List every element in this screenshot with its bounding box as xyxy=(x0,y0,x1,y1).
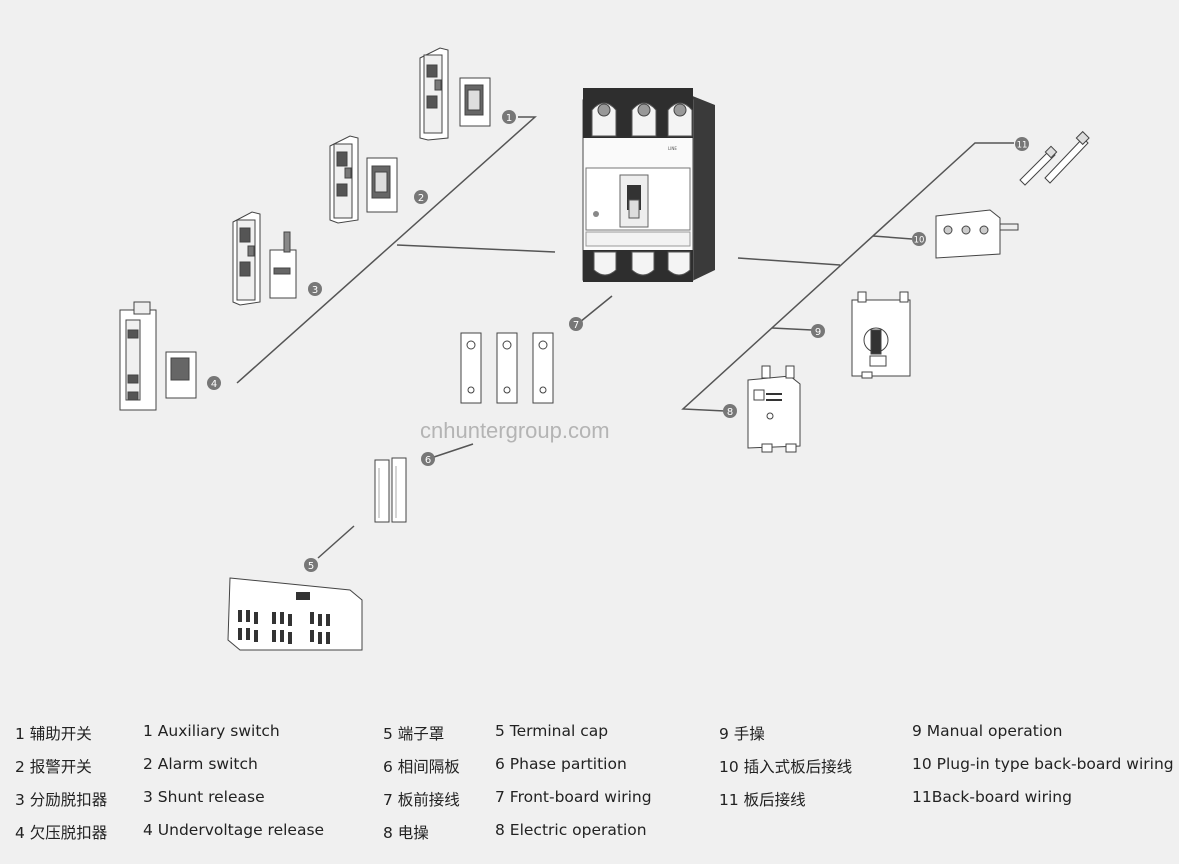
callout-8: 8 xyxy=(723,404,737,418)
plug-in-back-board-part xyxy=(935,209,1019,259)
shunt-release-part xyxy=(232,211,297,306)
callout-2-label: 2 xyxy=(418,193,424,204)
breaker-line-label: LINE xyxy=(668,146,677,151)
legend-cn-6: 6 相间隔板 xyxy=(383,758,460,776)
callout-3-label: 3 xyxy=(312,285,318,296)
callout-8-label: 8 xyxy=(727,407,733,418)
callout-1-label: 1 xyxy=(506,113,512,124)
callout-5: 5 xyxy=(304,558,318,572)
callout-10-label: 10 xyxy=(914,236,925,246)
callout-6-label: 6 xyxy=(425,455,431,466)
callout-7-label: 7 xyxy=(573,320,579,331)
callout-7: 7 xyxy=(569,317,583,331)
auxiliary-switch-part xyxy=(419,47,491,141)
legend-cn-7: 7 板前接线 xyxy=(383,791,460,809)
legend-en-2: 2 Alarm switch xyxy=(143,755,258,773)
watermark-text: cnhuntergroup.com xyxy=(420,418,610,443)
callout-9: 9 xyxy=(811,324,825,338)
legend-en-3: 3 Shunt release xyxy=(143,788,265,806)
callout-3: 3 xyxy=(308,282,322,296)
legend-cn-3: 3 分励脱扣器 xyxy=(15,791,108,809)
phase-partition-part xyxy=(374,457,407,523)
callout-1: 1 xyxy=(502,110,516,124)
right-trunk-line xyxy=(681,142,1014,412)
legend-cn-2: 2 报警开关 xyxy=(15,758,92,776)
legend-en-10: 10 Plug-in type back-board wiring xyxy=(912,755,1174,773)
line-to-callout-10 xyxy=(872,235,913,240)
callout-9-label: 9 xyxy=(815,327,821,338)
undervoltage-release-part xyxy=(119,301,197,411)
callout-4: 4 xyxy=(207,376,221,390)
callout-11: 11 xyxy=(1015,137,1029,151)
legend-cn-5: 5 端子罩 xyxy=(383,725,445,743)
legend-cn-4: 4 欠压脱扣器 xyxy=(15,824,108,842)
legend-en-1: 1 Auxiliary switch xyxy=(143,722,280,740)
callout-2: 2 xyxy=(414,190,428,204)
legend-en-5: 5 Terminal cap xyxy=(495,722,609,740)
legend-cn-10: 10 插入式板后接线 xyxy=(719,758,853,776)
legend-en-9: 9 Manual operation xyxy=(912,722,1063,740)
legend-en-11: 11Back-board wiring xyxy=(912,788,1072,806)
line-to-callout-6 xyxy=(433,443,474,458)
left-trunk-line xyxy=(236,116,537,384)
callout-markers: 1 2 3 4 5 6 7 8 9 10 11 xyxy=(207,110,1029,572)
legend-en-6: 6 Phase partition xyxy=(495,755,627,773)
right-branch-to-breaker xyxy=(737,257,841,266)
callout-11-label: 11 xyxy=(1017,141,1028,151)
legend-en-4: 4 Undervoltage release xyxy=(143,821,325,839)
terminal-cap-part xyxy=(227,577,363,651)
callout-4-label: 4 xyxy=(211,379,217,390)
legend-cn-1: 1 辅助开关 xyxy=(15,725,92,743)
callout-6: 6 xyxy=(421,452,435,466)
left-branch-to-breaker xyxy=(396,244,556,253)
legend-cn-11: 11 板后接线 xyxy=(719,791,806,809)
legend-en-7: 7 Front-board wiring xyxy=(495,788,652,806)
front-board-wiring-part xyxy=(460,332,554,404)
legend-en-8: 8 Electric operation xyxy=(495,821,647,839)
leader-lines xyxy=(236,116,1014,559)
circuit-breaker: LINE LOAD xyxy=(582,88,715,282)
manual-operation-part xyxy=(851,291,911,379)
line-to-callout-7 xyxy=(579,295,613,323)
alarm-switch-part xyxy=(329,135,398,224)
back-board-wiring-part xyxy=(1019,130,1090,186)
callout-10: 10 xyxy=(912,232,926,246)
legend-cn-9: 9 手操 xyxy=(719,725,765,743)
line-to-callout-9 xyxy=(771,327,813,331)
callout-5-label: 5 xyxy=(308,561,314,572)
legend-cn-8: 8 电操 xyxy=(383,824,429,842)
electric-operation-part xyxy=(747,365,801,453)
line-to-callout-5 xyxy=(317,525,355,559)
